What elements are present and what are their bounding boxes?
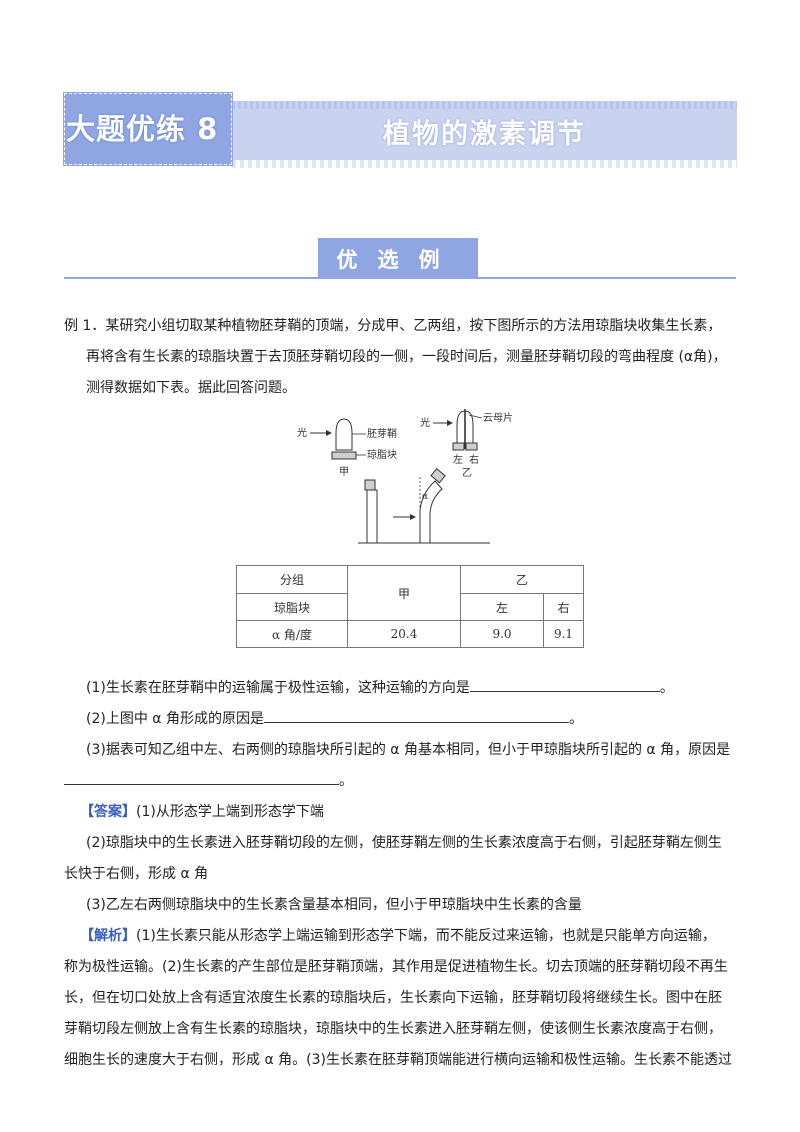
- curved-segment: [419, 480, 443, 544]
- subquestion-1: (1)生长素在胚芽鞘中的运输属于极性运输，这种运输的方向是 。: [86, 673, 766, 704]
- analysis-line-5: 细胞生长的速度大于右侧，形成 α 角。(3)生长素在胚芽鞘顶端能进行横向运输和极…: [64, 1052, 732, 1068]
- right-header: 右: [543, 593, 584, 621]
- end-mark-2: 。: [568, 711, 583, 727]
- answer-2a: (2)琼脂块中的生长素进入胚芽鞘切段的左侧，使胚芽鞘左侧的生长素浓度高于右侧，引…: [86, 835, 722, 851]
- group-yi-label: 乙: [462, 467, 472, 479]
- jia-header: 甲: [347, 565, 461, 621]
- section-heading: 优选例题: [336, 248, 460, 302]
- question-line-2: 再将含有生长素的琼脂块置于去顶胚芽鞘切段的一侧，一段时间后，测量胚芽鞘切段的弯曲…: [86, 349, 727, 365]
- left-header: 左: [460, 593, 544, 621]
- answer-blank-3: [64, 768, 339, 785]
- jia-value: 20.4: [347, 620, 461, 648]
- subquestion-1-text: (1)生长素在胚芽鞘中的运输属于极性运输，这种运输的方向是: [86, 680, 470, 696]
- answer-2b: 长快于右侧，形成 α 角: [64, 866, 209, 882]
- answer-tag: 【答案】: [80, 804, 136, 820]
- agar-block-jia: [331, 451, 357, 460]
- subquestion-3: (3)据表可知乙组中左、右两侧的琼脂块所引起的 α 角基本相同，但小于甲琼脂块所…: [86, 742, 731, 758]
- analysis-line-1: 【解析】(1)生长素只能从形态学上端运输到形态学下端，而不能反过来运输，也就是只…: [80, 921, 770, 952]
- subquestion-2: (2)上图中 α 角形成的原因是 。: [86, 704, 766, 735]
- analysis-tag: 【解析】: [80, 928, 136, 944]
- coleoptile-tip-jia: [335, 418, 353, 451]
- subquestion-2-text: (2)上图中 α 角形成的原因是: [86, 711, 264, 727]
- yi-header: 乙: [460, 565, 584, 594]
- right-value: 9.1: [543, 620, 584, 648]
- answer-1: 【答案】(1)从形态学上端到形态学下端: [80, 797, 770, 828]
- light-arrow-a-head: [326, 430, 332, 436]
- agar-on-curved: [430, 468, 446, 484]
- group-jia-label: 甲: [339, 467, 349, 478]
- experiment-figure: 光 胚芽鞘 琼脂块 甲 光 云母片 左 右 乙 α: [297, 409, 513, 544]
- angle-header: α 角/度: [236, 620, 348, 648]
- header-banner: [232, 101, 737, 163]
- straight-segment: [366, 489, 378, 544]
- coleoptile-label: 胚芽鞘: [367, 427, 397, 440]
- light-label-a: 光: [297, 426, 307, 439]
- left-label: 左: [453, 453, 463, 466]
- mica-label: 云母片: [483, 411, 513, 424]
- end-mark-3: 。: [339, 773, 353, 789]
- right-label: 右: [469, 453, 479, 466]
- subquestion-3-blank-line: 。: [64, 766, 754, 797]
- light-label-b: 光: [420, 416, 430, 429]
- analysis-line-1-text: (1)生长素只能从形态学上端运输到形态学下端，而不能反过来运输，也就是只能单方向…: [136, 928, 716, 944]
- header-label: 大题优练 8: [66, 112, 219, 146]
- analysis-line-4: 芽鞘切段左侧放上含有生长素的琼脂块，琼脂块中的生长素进入胚芽鞘左侧，使该侧生长素…: [64, 1021, 722, 1037]
- agar-block-left: [452, 442, 465, 451]
- pointer-mica: [468, 414, 483, 419]
- header-banner-stripe: [232, 101, 737, 109]
- data-table: 分组 甲 乙 琼脂块 左 右 α 角/度 20.4 9.0 9.1: [236, 565, 584, 648]
- analysis-line-2: 称为极性运输。(2)生长素的产生部位是胚芽鞘顶端，其作用是促进植物生长。切去顶端…: [64, 959, 728, 975]
- answer-3: (3)乙左右两侧琼脂块中的生长素含量基本相同，但小于甲琼脂块中生长素的含量: [86, 897, 582, 913]
- end-mark-1: 。: [659, 680, 674, 696]
- section-heading-box: [318, 238, 478, 277]
- page-title: 植物的激素调节: [383, 119, 586, 150]
- header-label-box: [63, 92, 233, 166]
- agar-block-right: [465, 442, 478, 451]
- alpha-label: α: [422, 492, 428, 502]
- light-arrow-b-head: [447, 420, 453, 426]
- process-arrow-head: [410, 514, 416, 520]
- analysis-line-3: 长，但在切口处放上含有适宜浓度生长素的琼脂块后，生长素向下运输，胚芽鞘切段将继续…: [64, 990, 722, 1006]
- agar-label: 琼脂块: [367, 448, 397, 461]
- header-banner-dots: [232, 160, 737, 168]
- answer-blank-1: [469, 675, 660, 692]
- agar-on-segment: [364, 479, 376, 491]
- question-line-3: 测得数据如下表。据此回答问题。: [86, 380, 296, 396]
- answer-1-text: (1)从形态学上端到形态学下端: [136, 804, 324, 820]
- question-line-1: 例 1．某研究小组切取某种植物胚芽鞘的顶端，分成甲、乙两组，按下图所示的方法用琼…: [64, 318, 722, 334]
- answer-blank-2: [263, 706, 569, 723]
- left-value: 9.0: [460, 620, 544, 648]
- agar-header: 琼脂块: [236, 593, 348, 621]
- group-header: 分组: [236, 565, 348, 594]
- section-divider: [64, 277, 736, 279]
